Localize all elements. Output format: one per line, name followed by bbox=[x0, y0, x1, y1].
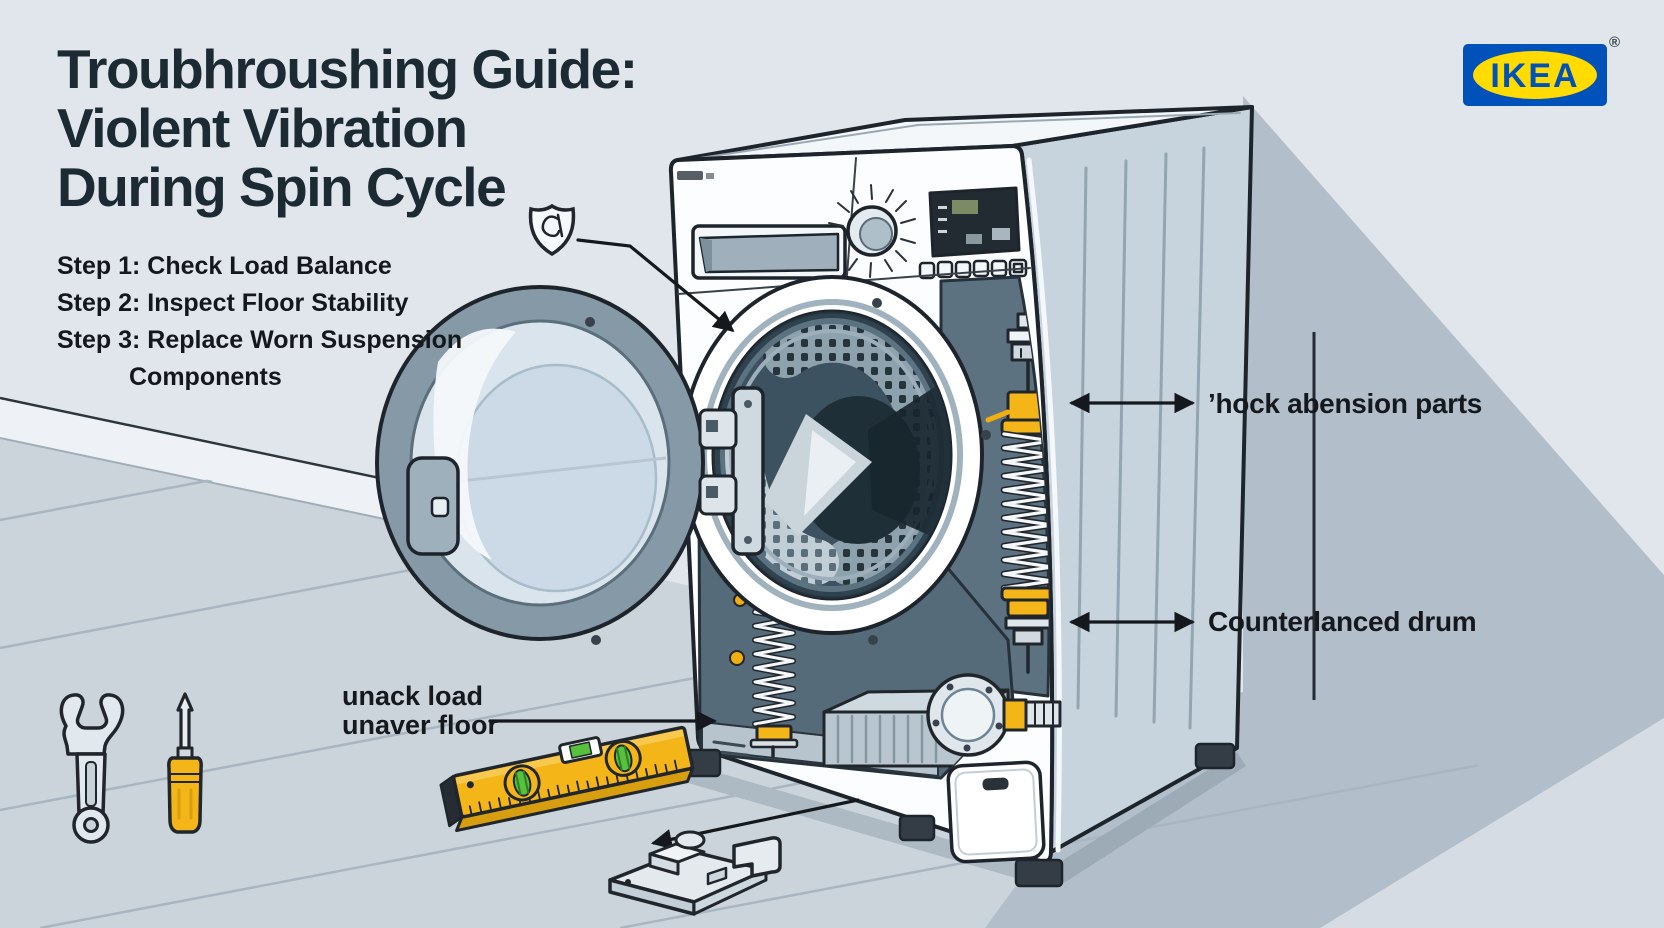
suspension-spring-icon bbox=[749, 578, 799, 758]
glass-seam bbox=[451, 456, 667, 484]
screwdriver-icon bbox=[167, 692, 203, 834]
registered-trademark: ® bbox=[1609, 34, 1621, 51]
page-title: Troubhroushing Guide: Violent Vibration … bbox=[57, 38, 638, 218]
title-line-3: During Spin Cycle bbox=[57, 156, 507, 218]
step-list: Step 1: Check Load Balance Step 2: Inspe… bbox=[57, 248, 462, 396]
wrench-icon bbox=[59, 693, 125, 844]
shield-icon bbox=[528, 203, 576, 257]
callout-unbalanced-load: unack load unaver floor bbox=[342, 682, 498, 740]
title-line-1: Troubhroushing Guide: bbox=[57, 38, 638, 100]
callout-counterbalanced-drum: Counterlanced drum bbox=[1208, 606, 1477, 637]
detergent-drawer-recess bbox=[698, 232, 840, 274]
display-screen bbox=[928, 186, 1021, 258]
motor bbox=[926, 673, 1062, 757]
washing-machine bbox=[668, 105, 1254, 888]
door-handle bbox=[406, 456, 460, 556]
flange-bolts bbox=[868, 298, 991, 645]
display-segment bbox=[966, 234, 982, 244]
pump-access-door bbox=[946, 760, 1046, 864]
highlight-dot bbox=[729, 650, 745, 666]
machine-door-open bbox=[375, 285, 765, 645]
spirit-level-icon bbox=[439, 725, 695, 833]
suspension-parts-icon bbox=[608, 830, 782, 916]
drum-shadow-wedge bbox=[868, 372, 951, 548]
program-knob-inner bbox=[859, 217, 893, 251]
drum-interior bbox=[713, 311, 951, 599]
callout-shock-absorbers: ʼhock abension parts bbox=[1208, 388, 1483, 419]
machine-feet bbox=[684, 742, 1236, 888]
highlight-tick bbox=[985, 409, 1011, 423]
door-hinges bbox=[698, 386, 765, 556]
access-door-handle bbox=[982, 777, 1009, 791]
display-segment bbox=[952, 200, 978, 214]
load-line-2: unaver floor bbox=[342, 710, 499, 740]
motor-coupling bbox=[1002, 698, 1028, 732]
title-line-2: Violent Vibration bbox=[57, 97, 468, 159]
display-dash bbox=[938, 230, 947, 233]
ikea-logo-text: IKEA bbox=[1490, 57, 1579, 95]
drawer-lip bbox=[700, 238, 712, 272]
ikea-logo-ellipse bbox=[1473, 51, 1597, 99]
display-dash bbox=[938, 218, 947, 221]
display-dash bbox=[938, 206, 947, 209]
step-1: Step 1: Check Load Balance bbox=[57, 252, 392, 280]
shield-leader-arrow bbox=[576, 238, 735, 332]
lit-floor-corner bbox=[1320, 718, 1664, 928]
load-line-1: unack load bbox=[342, 681, 484, 711]
step-3-continued: Components bbox=[129, 363, 282, 391]
front-edge-highlight bbox=[1026, 157, 1062, 853]
display-segment bbox=[992, 228, 1010, 240]
machine-brand-text bbox=[677, 171, 703, 180]
annotations bbox=[488, 203, 1196, 850]
step-2: Step 2: Inspect Floor Stability bbox=[57, 289, 409, 317]
step-3: Step 3: Replace Worn Suspension bbox=[57, 326, 463, 354]
top-panel-inset-line bbox=[699, 112, 1241, 159]
control-panel bbox=[677, 157, 1031, 295]
knob-tick-marks bbox=[828, 184, 916, 278]
machine-brand-text-2 bbox=[706, 173, 714, 179]
ikea-logo: IKEA bbox=[1463, 44, 1607, 111]
